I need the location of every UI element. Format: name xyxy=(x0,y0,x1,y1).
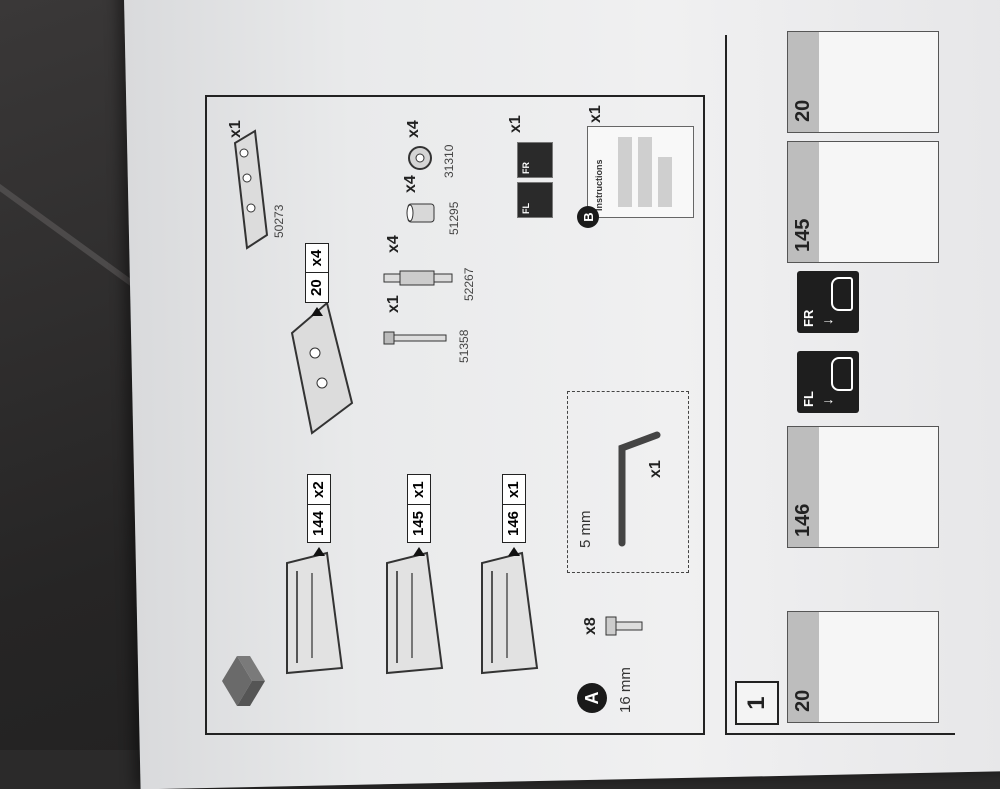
nut-51295-icon xyxy=(406,203,435,223)
sticker-fr: FR ↓ xyxy=(797,271,859,333)
card-code: 20 xyxy=(788,32,819,132)
card-code: 20 xyxy=(788,612,819,722)
step-number: 1 xyxy=(735,681,779,725)
part-qty: x1 xyxy=(227,120,244,138)
part-number: 31310 xyxy=(442,144,456,178)
arrow-down-icon: ↓ xyxy=(819,318,835,325)
tag-144: 144 x2 xyxy=(307,474,331,556)
foot-pad-145-icon xyxy=(386,551,444,675)
part-code: 20 xyxy=(306,272,328,302)
washer-31310-icon xyxy=(408,146,432,170)
parts-panel: 144 x2 145 x1 146 x1 A 16 mm xyxy=(205,95,705,735)
part-qty: x4 xyxy=(308,249,325,267)
part-qty: x4 xyxy=(385,235,402,253)
part-qty: x2 xyxy=(310,481,327,498)
bracket-plate-icon xyxy=(290,301,354,435)
booklet-title: Instructions xyxy=(594,159,604,211)
tag-20: 20 x4 xyxy=(305,242,329,316)
hex-key-icon xyxy=(618,431,661,547)
screw-51358-icon xyxy=(383,331,447,345)
foot-pad-146-icon xyxy=(481,551,539,675)
bolt-qty: x8 xyxy=(582,617,599,635)
step-1-section: 1 20 146 FL ↓ FR ↓ 145 20 xyxy=(725,31,955,735)
part-code: 145 xyxy=(408,503,430,542)
mini-sticker-rr: FL xyxy=(517,182,553,218)
bolt-icon xyxy=(605,616,643,636)
part-qty: x4 xyxy=(402,175,419,193)
step-b-marker: B xyxy=(577,206,599,228)
tag-146: 146 x1 xyxy=(502,474,526,556)
spacer-52267-icon xyxy=(383,270,453,286)
part-number: 50273 xyxy=(272,204,286,238)
part-qty: x1 xyxy=(385,295,402,313)
card-146: 146 xyxy=(787,426,939,548)
pointer-arrow-icon xyxy=(508,547,520,556)
foot-pad-144-icon xyxy=(286,551,344,675)
part-qty: x1 xyxy=(410,481,427,498)
sticker-code: FR xyxy=(801,309,816,327)
card-145: 145 xyxy=(787,141,939,263)
tag-145: 145 x1 xyxy=(407,474,431,556)
card-20-left: 20 xyxy=(787,611,939,723)
stickers-qty: x1 xyxy=(507,115,524,133)
part-number: 51295 xyxy=(447,201,461,235)
sticker-fl: FL ↓ xyxy=(797,351,859,413)
card-20-right: 20 xyxy=(787,31,939,133)
hex-key-size-label: 5 mm xyxy=(577,510,594,549)
bolt-size-label: 16 mm xyxy=(617,667,634,713)
sticker-code: FL xyxy=(801,391,816,407)
mini-sticker-fr: FR xyxy=(517,142,553,178)
card-code: 146 xyxy=(788,427,819,547)
part-number: 52267 xyxy=(462,267,476,301)
part-code: 146 xyxy=(503,503,525,542)
card-code: 145 xyxy=(788,142,819,262)
car-icon xyxy=(831,277,853,311)
part-qty: x4 xyxy=(405,120,422,138)
booklet-qty: x1 xyxy=(587,105,604,123)
instruction-booklet-icon: Instructions xyxy=(587,126,694,218)
car-icon xyxy=(831,357,853,391)
pointer-arrow-icon xyxy=(311,307,323,316)
arrow-down-icon: ↓ xyxy=(819,398,835,405)
bracket-corner-icon xyxy=(222,656,265,706)
step-a-marker: A xyxy=(577,683,607,713)
pointer-arrow-icon xyxy=(313,547,325,556)
flat-plate-50273-icon xyxy=(233,129,269,250)
hex-key-qty: x1 xyxy=(647,460,664,478)
pointer-arrow-icon xyxy=(413,547,425,556)
part-qty: x1 xyxy=(505,481,522,498)
sheet-content: 144 x2 145 x1 146 x1 A 16 mm xyxy=(205,31,955,735)
part-code: 144 xyxy=(308,503,330,542)
part-number: 51358 xyxy=(457,329,471,363)
